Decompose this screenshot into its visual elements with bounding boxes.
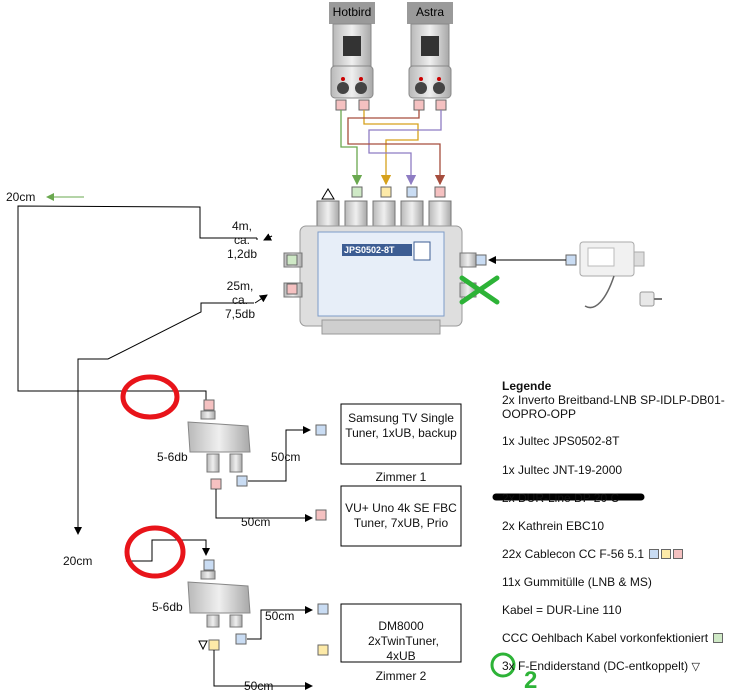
cable-label-split1-a: 50cm <box>271 450 301 464</box>
lnb-astra-label: Astra <box>415 5 444 19</box>
receiver-box-samsung <box>340 403 462 465</box>
legend-item: 11x Gummitülle (LNB & MS) <box>502 575 652 589</box>
splitter-1 <box>187 399 251 490</box>
switch-out2-connector <box>286 283 298 295</box>
pink-square-icon <box>673 549 684 559</box>
legend-item: 1x Jultec JNT-19-2000 <box>502 463 623 477</box>
lnb-connectors <box>335 99 447 111</box>
legend-item: 2x Inverto Breitband-LNB SP-IDLP-DB01-OO… <box>502 393 725 421</box>
receiver-box-vu <box>340 485 462 547</box>
legend-item-cable: CCC Oehlbach Kabel vorkonfektioniert <box>502 631 724 645</box>
annotation-number: 2 <box>524 667 538 694</box>
switch-power-connector <box>475 254 487 266</box>
power-supply <box>565 241 662 309</box>
red-circle-mark-1 <box>120 374 180 420</box>
legend: Legende 2x Inverto Breitband-LNB SP-IDLP… <box>502 379 738 673</box>
cable-label-split2-b: 50cm <box>244 679 274 693</box>
cable-label-run2: 25m, ca. 7,5db <box>224 279 256 321</box>
legend-item-connectors: 22x Cablecon CC F-56 5.1 <box>502 547 684 561</box>
receiver-samsung-label: Samsung TV Single Tuner, 1xUB, backup <box>345 411 457 440</box>
green-square-icon <box>713 633 724 643</box>
legend-item: 1x Jultec JPS0502-8T <box>502 434 620 448</box>
receiver-box-dm8000 <box>340 603 462 663</box>
cable-label-top-20cm: 20cm <box>6 190 36 204</box>
legend-item: 2x Kathrein EBC10 <box>502 519 605 533</box>
dm8000-connector-1 <box>317 603 329 615</box>
cable-label-run1: 4m, ca. 1,2db <box>226 219 258 261</box>
green-circle-mark <box>490 652 516 678</box>
terminator-triangle-icon: ▽ <box>691 661 700 673</box>
multiswitch-jps0502: JPS0502-8T <box>283 200 477 335</box>
blue-square-icon <box>649 549 660 559</box>
switch-model-label: JPS0502-8T <box>344 245 395 255</box>
switch-input-connectors <box>351 186 446 198</box>
splitter-2 <box>187 559 251 651</box>
splitter-1-loss: 5-6db <box>157 450 188 464</box>
terminator-triangle-icon <box>198 640 208 651</box>
dm8000-connector-2 <box>317 644 329 656</box>
lnb-hotbird-label: Hotbird <box>332 5 372 19</box>
splitter-1-cables <box>215 426 313 522</box>
splitter-2-loss: 5-6db <box>152 600 183 614</box>
samsung-connector <box>315 424 327 436</box>
legend-title: Legende <box>502 379 552 393</box>
red-circle-mark-2 <box>124 525 186 579</box>
legend-item-label: CCC Oehlbach Kabel vorkonfektioniert <box>502 631 709 645</box>
receiver-dm8000-label: DM8000 2xTwinTuner, 4xUB <box>368 619 439 663</box>
receiver-vu-label: VU+ Uno 4k SE FBC Tuner, 7xUB, Prio <box>345 501 457 530</box>
lnb-astra <box>407 2 453 99</box>
cable-label-split1-b: 50cm <box>241 515 271 529</box>
cable-run-1 <box>17 193 273 400</box>
room-label-2: Zimmer 2 <box>375 669 427 683</box>
room-label-1: Zimmer 1 <box>375 470 427 484</box>
legend-item: Kabel = DUR-Line 110 <box>502 603 622 617</box>
unused-output-cross-icon <box>459 275 500 305</box>
lnb-cables <box>340 110 446 186</box>
switch-out1-connector <box>286 254 298 266</box>
splitter-2-cables <box>213 606 313 690</box>
cable-label-split2-a: 50cm <box>265 609 295 623</box>
lnb-hotbird <box>329 2 375 99</box>
yellow-square-icon <box>661 549 672 559</box>
cable-label-mid-20cm: 20cm <box>63 554 93 568</box>
legend-item-label: 3x F-Endiderstand (DC-entkoppelt) <box>502 659 689 673</box>
legend-item: 2x DUR-Line DP 20 C <box>502 491 620 505</box>
legend-item-terminator: 3x F-Endiderstand (DC-entkoppelt) ▽ <box>502 659 700 674</box>
cable-run-2 <box>74 294 268 562</box>
terminator-triangle-icon <box>321 188 335 200</box>
vu-connector <box>315 509 327 521</box>
legend-item-label: 22x Cablecon CC F-56 5.1 <box>502 547 645 561</box>
